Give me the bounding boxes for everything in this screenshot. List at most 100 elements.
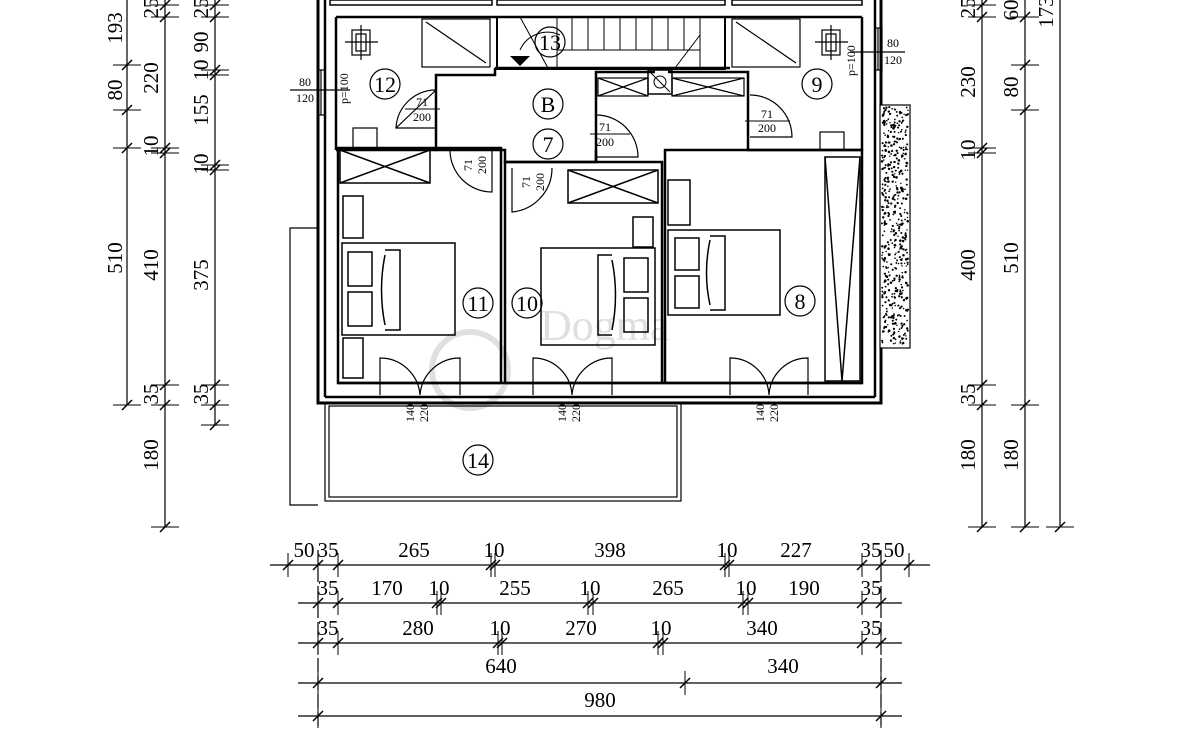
room-label-12: 12 (374, 72, 396, 97)
gravel-dot (894, 193, 897, 196)
gravel-dot (882, 216, 885, 219)
gravel-dot (881, 341, 884, 344)
dim-label: 410 (139, 249, 163, 281)
gravel-dot (886, 241, 889, 244)
gravel-dot (885, 171, 888, 174)
gravel-dot (904, 297, 907, 300)
gravel-dot (889, 238, 892, 242)
gravel-dot (884, 290, 887, 294)
dim-label: 10 (139, 136, 163, 157)
gravel-dot (896, 191, 899, 194)
gravel-dot (883, 279, 887, 282)
gravel-dot (881, 149, 884, 152)
gravel-dot (905, 337, 908, 340)
bottom-dimensions: 50 35 265 10 398 10 227 35 50 35 170 10 … (294, 538, 905, 712)
gravel-dot (901, 248, 903, 250)
gravel-dot (893, 211, 896, 214)
gravel-dot (893, 161, 895, 163)
dim-label: 10 (429, 576, 450, 600)
dim-label: 170 (371, 576, 403, 600)
gravel-dot (887, 282, 889, 285)
gravel-dot (901, 271, 904, 274)
gravel-dot (882, 112, 885, 116)
gravel-dot (893, 301, 896, 304)
gravel-dot (891, 149, 894, 153)
gravel-dot (904, 234, 907, 237)
gravel-dot (885, 206, 888, 209)
gravel-dot (902, 307, 905, 310)
window-sill-height: p=100 (337, 73, 351, 104)
gravel-dot (887, 254, 890, 256)
gravel-dot (882, 258, 884, 261)
gravel-dot (900, 215, 903, 218)
dim-label: 340 (767, 654, 799, 678)
gravel-dot (899, 130, 902, 133)
gravel-dot (894, 266, 896, 269)
gravel-dot (887, 324, 889, 326)
dim-label: 10 (189, 154, 213, 175)
gravel-dot (900, 129, 903, 131)
dim-label: 35 (861, 616, 882, 640)
dim-label: 25 (139, 0, 163, 19)
gravel-dot (881, 296, 884, 299)
gravel-dot (906, 193, 909, 196)
gravel-dot (903, 237, 906, 240)
gravel-dot (885, 307, 888, 310)
gravel-dot (887, 299, 890, 302)
gravel-dot (889, 339, 893, 342)
dim-label: 25 (189, 0, 213, 19)
gravel-dot (906, 113, 910, 116)
dim-label: 90 (189, 32, 213, 53)
gravel-dot (893, 296, 896, 298)
dim-label: 50 (294, 538, 315, 562)
gravel-dot (890, 167, 893, 170)
gravel-dot (896, 324, 898, 327)
gravel-dot (882, 330, 885, 333)
dim-label: 173 (1034, 0, 1058, 28)
gravel-dot (900, 202, 903, 205)
dim-label: 10 (580, 576, 601, 600)
gravel-dot (897, 304, 900, 307)
gravel-dot (881, 167, 884, 171)
dimension-ticks (113, 0, 1074, 728)
gravel-dot (902, 254, 905, 257)
gravel-dot (891, 293, 894, 295)
gravel-dot (882, 316, 885, 319)
gravel-dot (888, 141, 891, 144)
gravel-dot (891, 135, 894, 138)
gravel-dot (888, 213, 891, 216)
gravel-dot (905, 248, 908, 251)
dim-label: 35 (318, 616, 339, 640)
gravel-dot (891, 307, 894, 309)
dim-label: 265 (398, 538, 430, 562)
gravel-dot (897, 235, 899, 237)
gravel-dot (887, 329, 891, 332)
gravel-dot (895, 157, 898, 160)
dim-label: 80 (103, 80, 127, 101)
gravel-dot (891, 170, 894, 173)
dim-label: 10 (490, 616, 511, 640)
furniture (339, 149, 861, 382)
room-label-13: 13 (539, 30, 561, 55)
gravel-dot (897, 218, 900, 221)
gravel-dot (887, 202, 890, 205)
gravel-texture (880, 106, 910, 345)
room-label-11: 11 (467, 291, 488, 316)
gravel-dot (897, 250, 900, 254)
gravel-dot (899, 212, 902, 216)
gravel-dot (881, 257, 884, 259)
gravel-dot (881, 121, 885, 124)
gravel-dot (900, 283, 903, 286)
gravel-dot (884, 145, 887, 147)
gravel-dot (881, 208, 884, 212)
gravel-dot (881, 293, 884, 296)
door-height: 200 (413, 110, 431, 124)
gravel-dot (893, 176, 896, 178)
gravel-dot (898, 256, 901, 259)
gravel-dot (902, 197, 905, 200)
left-dimensions: 193 80 510 25 220 10 410 35 180 25 10 90… (103, 0, 213, 471)
door-height: 200 (758, 121, 776, 135)
dim-label: 10 (717, 538, 738, 562)
gravel-dot (881, 254, 883, 256)
dim-label: 265 (652, 576, 684, 600)
